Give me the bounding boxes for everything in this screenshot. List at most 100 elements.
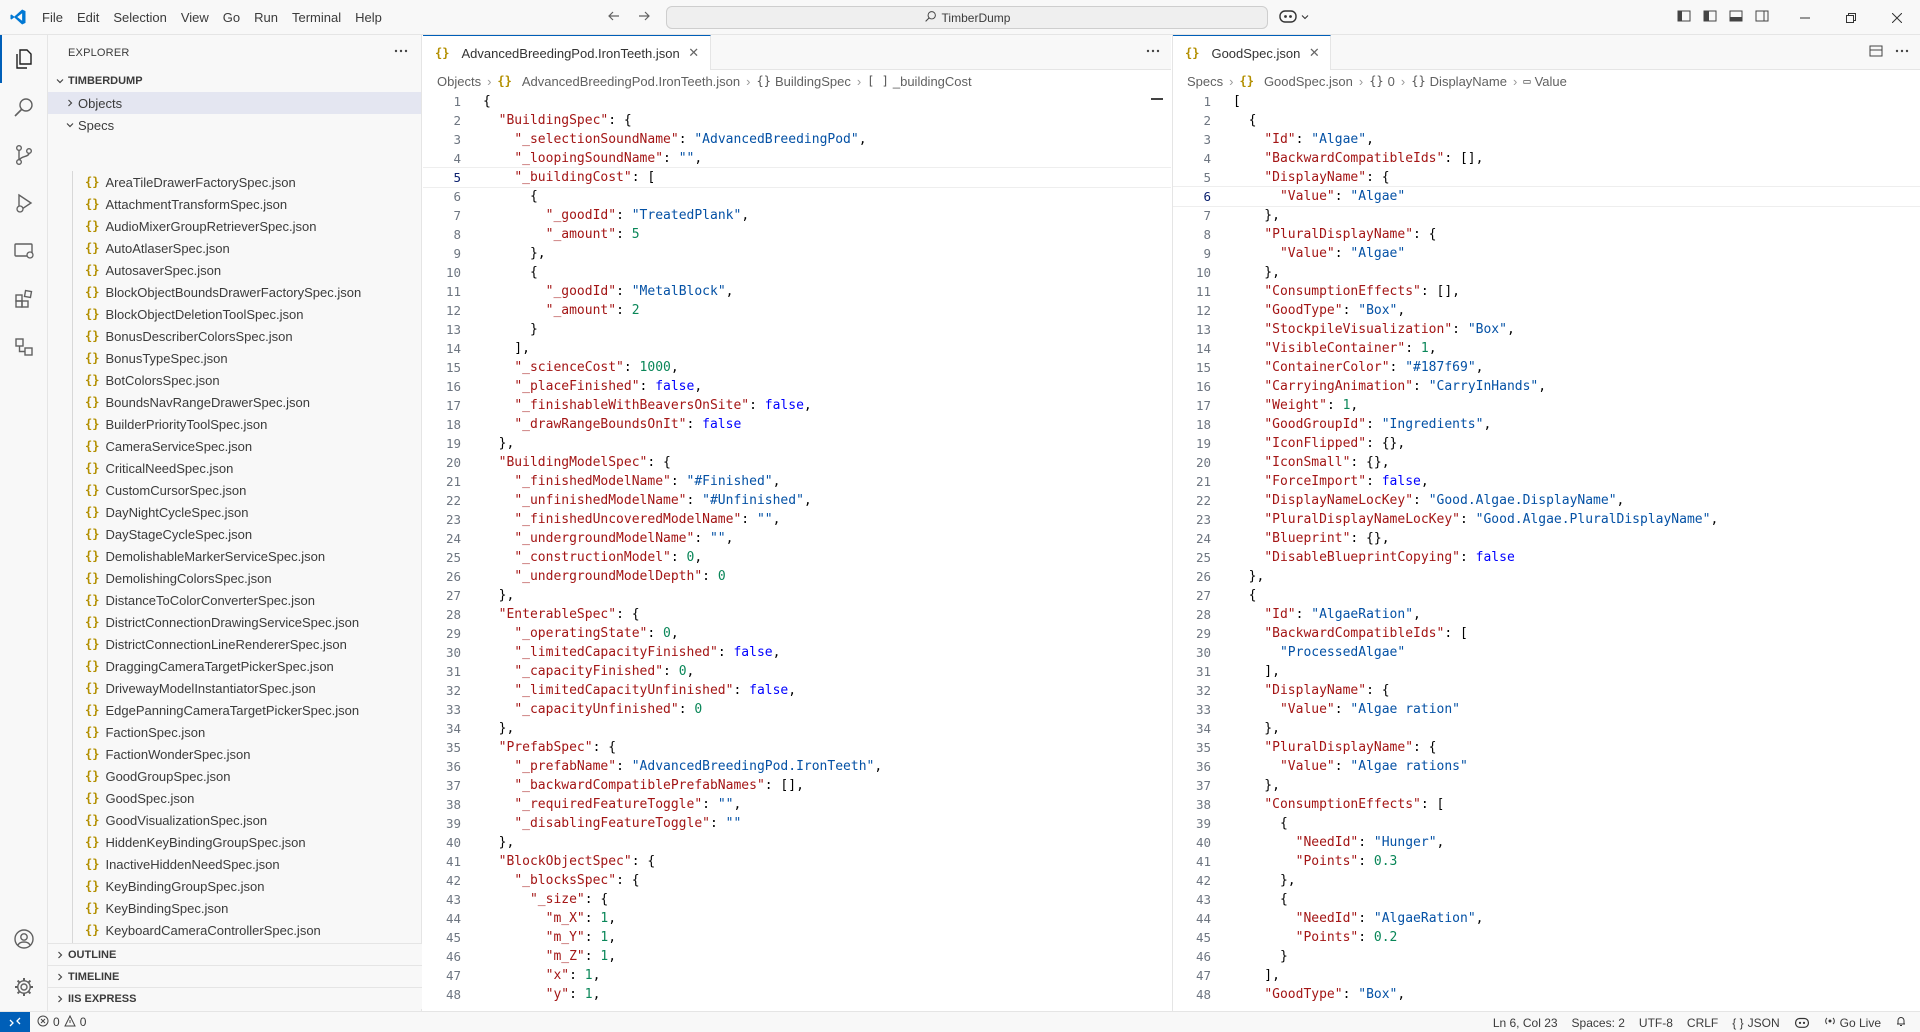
code-line[interactable]: 25 "DisableBlueprintCopying": false [1173, 548, 1920, 567]
file-item[interactable]: {}KeyboardCameraControllerSpec.json [48, 919, 422, 941]
file-item[interactable]: {}DistrictConnectionLineRendererSpec.jso… [48, 633, 422, 655]
search-icon[interactable] [0, 83, 48, 131]
code-line[interactable]: 45 "m_Y": 1, [423, 928, 1171, 947]
tab-good-spec[interactable]: {} GoodSpec.json ✕ [1173, 35, 1332, 70]
file-item[interactable]: {}DemolishableMarkerServiceSpec.json [48, 545, 422, 567]
file-item[interactable]: {}CameraServiceSpec.json [48, 435, 422, 457]
code-line[interactable]: 4 "_loopingSoundName": "", [423, 149, 1171, 168]
restore-icon[interactable] [1828, 0, 1874, 35]
code-line[interactable]: 24 "_undergroundModelName": "", [423, 529, 1171, 548]
close-icon[interactable]: ✕ [1308, 45, 1320, 60]
language-mode[interactable]: { } JSON [1725, 1012, 1786, 1032]
code-line[interactable]: 28 "Id": "AlgaeRation", [1173, 605, 1920, 624]
code-line[interactable]: 17 "_finishableWithBeaversOnSite": false… [423, 396, 1171, 415]
code-line[interactable]: 35 "PrefabSpec": { [423, 738, 1171, 757]
section-iis-express[interactable]: IIS EXPRESS [48, 987, 422, 1009]
copilot-status[interactable] [1787, 1012, 1817, 1032]
copilot-button[interactable] [1278, 0, 1310, 35]
code-line[interactable]: 40 "NeedId": "Hunger", [1173, 833, 1920, 852]
code-line[interactable]: 35 "PluralDisplayName": { [1173, 738, 1920, 757]
file-item[interactable]: {}BotColorsSpec.json [48, 369, 422, 391]
code-line[interactable]: 3 "_selectionSoundName": "AdvancedBreedi… [423, 130, 1171, 149]
code-line[interactable]: 33 "Value": "Algae ration" [1173, 700, 1920, 719]
code-line[interactable]: 32 "_limitedCapacityUnfinished": false, [423, 681, 1171, 700]
file-item[interactable]: {}DayNightCycleSpec.json [48, 501, 422, 523]
code-line[interactable]: 11 "_goodId": "MetalBlock", [423, 282, 1171, 301]
code-line[interactable]: 8 "_amount": 5 [423, 225, 1171, 244]
code-line[interactable]: 4 "BackwardCompatibleIds": [], [1173, 149, 1920, 168]
folder-objects[interactable]: Objects [48, 92, 421, 114]
indentation[interactable]: Spaces: 2 [1571, 1015, 1625, 1030]
extensions-icon[interactable] [0, 275, 48, 323]
breadcrumb-item[interactable]: DisplayName [1429, 73, 1507, 89]
toggle-primary-sidebar-icon[interactable] [1702, 8, 1718, 27]
code-line[interactable]: 21 "ForceImport": false, [1173, 472, 1920, 491]
remote-explorer-icon[interactable] [0, 227, 48, 275]
code-line[interactable]: 41 "Points": 0.3 [1173, 852, 1920, 871]
code-line[interactable]: 26 "_undergroundModelDepth": 0 [423, 567, 1171, 586]
code-line[interactable]: 23 "_finishedUncoveredModelName": "", [423, 510, 1171, 529]
code-line[interactable]: 30 "_limitedCapacityFinished": false, [423, 643, 1171, 662]
code-line[interactable]: 25 "_constructionModel": 0, [423, 548, 1171, 567]
code-line[interactable]: 17 "Weight": 1, [1173, 396, 1920, 415]
menu-selection[interactable]: Selection [113, 9, 167, 25]
code-line[interactable]: 3 "Id": "Algae", [1173, 130, 1920, 149]
file-item[interactable]: {}KeyBindingGroupSpec.json [48, 875, 422, 897]
code-line[interactable]: 30 "ProcessedAlgae" [1173, 643, 1920, 662]
section-timeline[interactable]: TIMELINE [48, 965, 422, 987]
split-editor-icon[interactable] [1868, 43, 1884, 62]
file-item[interactable]: {}AttachmentTransformSpec.json [48, 193, 422, 215]
code-line[interactable]: 46 } [1173, 947, 1920, 966]
code-line[interactable]: 7 }, [1173, 206, 1920, 225]
code-line[interactable]: 31 ], [1173, 662, 1920, 681]
code-line[interactable]: 45 "Points": 0.2 [1173, 928, 1920, 947]
run-debug-icon[interactable] [0, 179, 48, 227]
code-line[interactable]: 36 "_prefabName": "AdvancedBreedingPod.I… [423, 757, 1171, 776]
code-line[interactable]: 20 "IconSmall": {}, [1173, 453, 1920, 472]
file-item[interactable]: {}FactionWonderSpec.json [48, 743, 422, 765]
forward-arrow-icon[interactable] [636, 8, 652, 27]
back-arrow-icon[interactable] [606, 8, 622, 27]
close-icon[interactable] [1874, 0, 1920, 35]
code-line[interactable]: 27 { [1173, 586, 1920, 605]
account-icon[interactable] [0, 915, 48, 963]
code-line[interactable]: 33 "_capacityUnfinished": 0 [423, 700, 1171, 719]
settings-gear-icon[interactable] [0, 963, 48, 1011]
close-icon[interactable]: ✕ [688, 45, 700, 60]
file-item[interactable]: {}DemolishingColorsSpec.json [48, 567, 422, 589]
breadcrumb-item[interactable]: Objects [437, 73, 482, 89]
breadcrumb-item[interactable]: GoodSpec.json [1263, 73, 1353, 89]
more-actions-icon[interactable] [1145, 43, 1161, 62]
file-item[interactable]: {}KeyBindingSpec.json [48, 897, 422, 919]
code-line[interactable]: 29 "_operatingState": 0, [423, 624, 1171, 643]
code-editor[interactable]: 1[2 {3 "Id": "Algae",4 "BackwardCompatib… [1173, 92, 1920, 1011]
folder-specs[interactable]: Specs [48, 114, 421, 136]
file-item[interactable]: {}GoodVisualizationSpec.json [48, 809, 422, 831]
menu-help[interactable]: Help [355, 9, 382, 25]
code-line[interactable]: 10 }, [1173, 263, 1920, 282]
code-line[interactable]: 15 "ContainerColor": "#187f69", [1173, 358, 1920, 377]
code-line[interactable]: 43 { [1173, 890, 1920, 909]
code-line[interactable]: 14 "VisibleContainer": 1, [1173, 339, 1920, 358]
solution-explorer-icon[interactable] [0, 323, 48, 371]
code-line[interactable]: 41 "BlockObjectSpec": { [423, 852, 1171, 871]
file-item[interactable]: {}CriticalNeedSpec.json [48, 457, 422, 479]
file-item[interactable]: {}BlockObjectDeletionToolSpec.json [48, 303, 422, 325]
toggle-panel-icon[interactable] [1728, 8, 1744, 27]
menu-view[interactable]: View [180, 9, 209, 25]
more-actions-icon[interactable] [393, 43, 409, 62]
code-line[interactable]: 46 "m_Z": 1, [423, 947, 1171, 966]
file-item[interactable]: {}BoundsNavRangeDrawerSpec.json [48, 391, 422, 413]
code-line[interactable]: 12 "_amount": 2 [423, 301, 1171, 320]
code-line[interactable]: 39 "_disablingFeatureToggle": "" [423, 814, 1171, 833]
code-line[interactable]: 13 } [423, 320, 1171, 339]
code-line[interactable]: 44 "NeedId": "AlgaeRation", [1173, 909, 1920, 928]
code-line[interactable]: 9 "Value": "Algae" [1173, 244, 1920, 263]
code-line[interactable]: 22 "DisplayNameLocKey": "Good.Algae.Disp… [1173, 491, 1920, 510]
file-item[interactable]: {}EdgePanningCameraTargetPickerSpec.json [48, 699, 422, 721]
code-line[interactable]: 42 }, [1173, 871, 1920, 890]
code-line[interactable]: 11 "ConsumptionEffects": [], [1173, 282, 1920, 301]
code-line[interactable]: 27 }, [423, 586, 1171, 605]
code-line[interactable]: 48 "y": 1, [423, 985, 1171, 1004]
file-item[interactable]: {}AudioMixerGroupRetrieverSpec.json [48, 215, 422, 237]
